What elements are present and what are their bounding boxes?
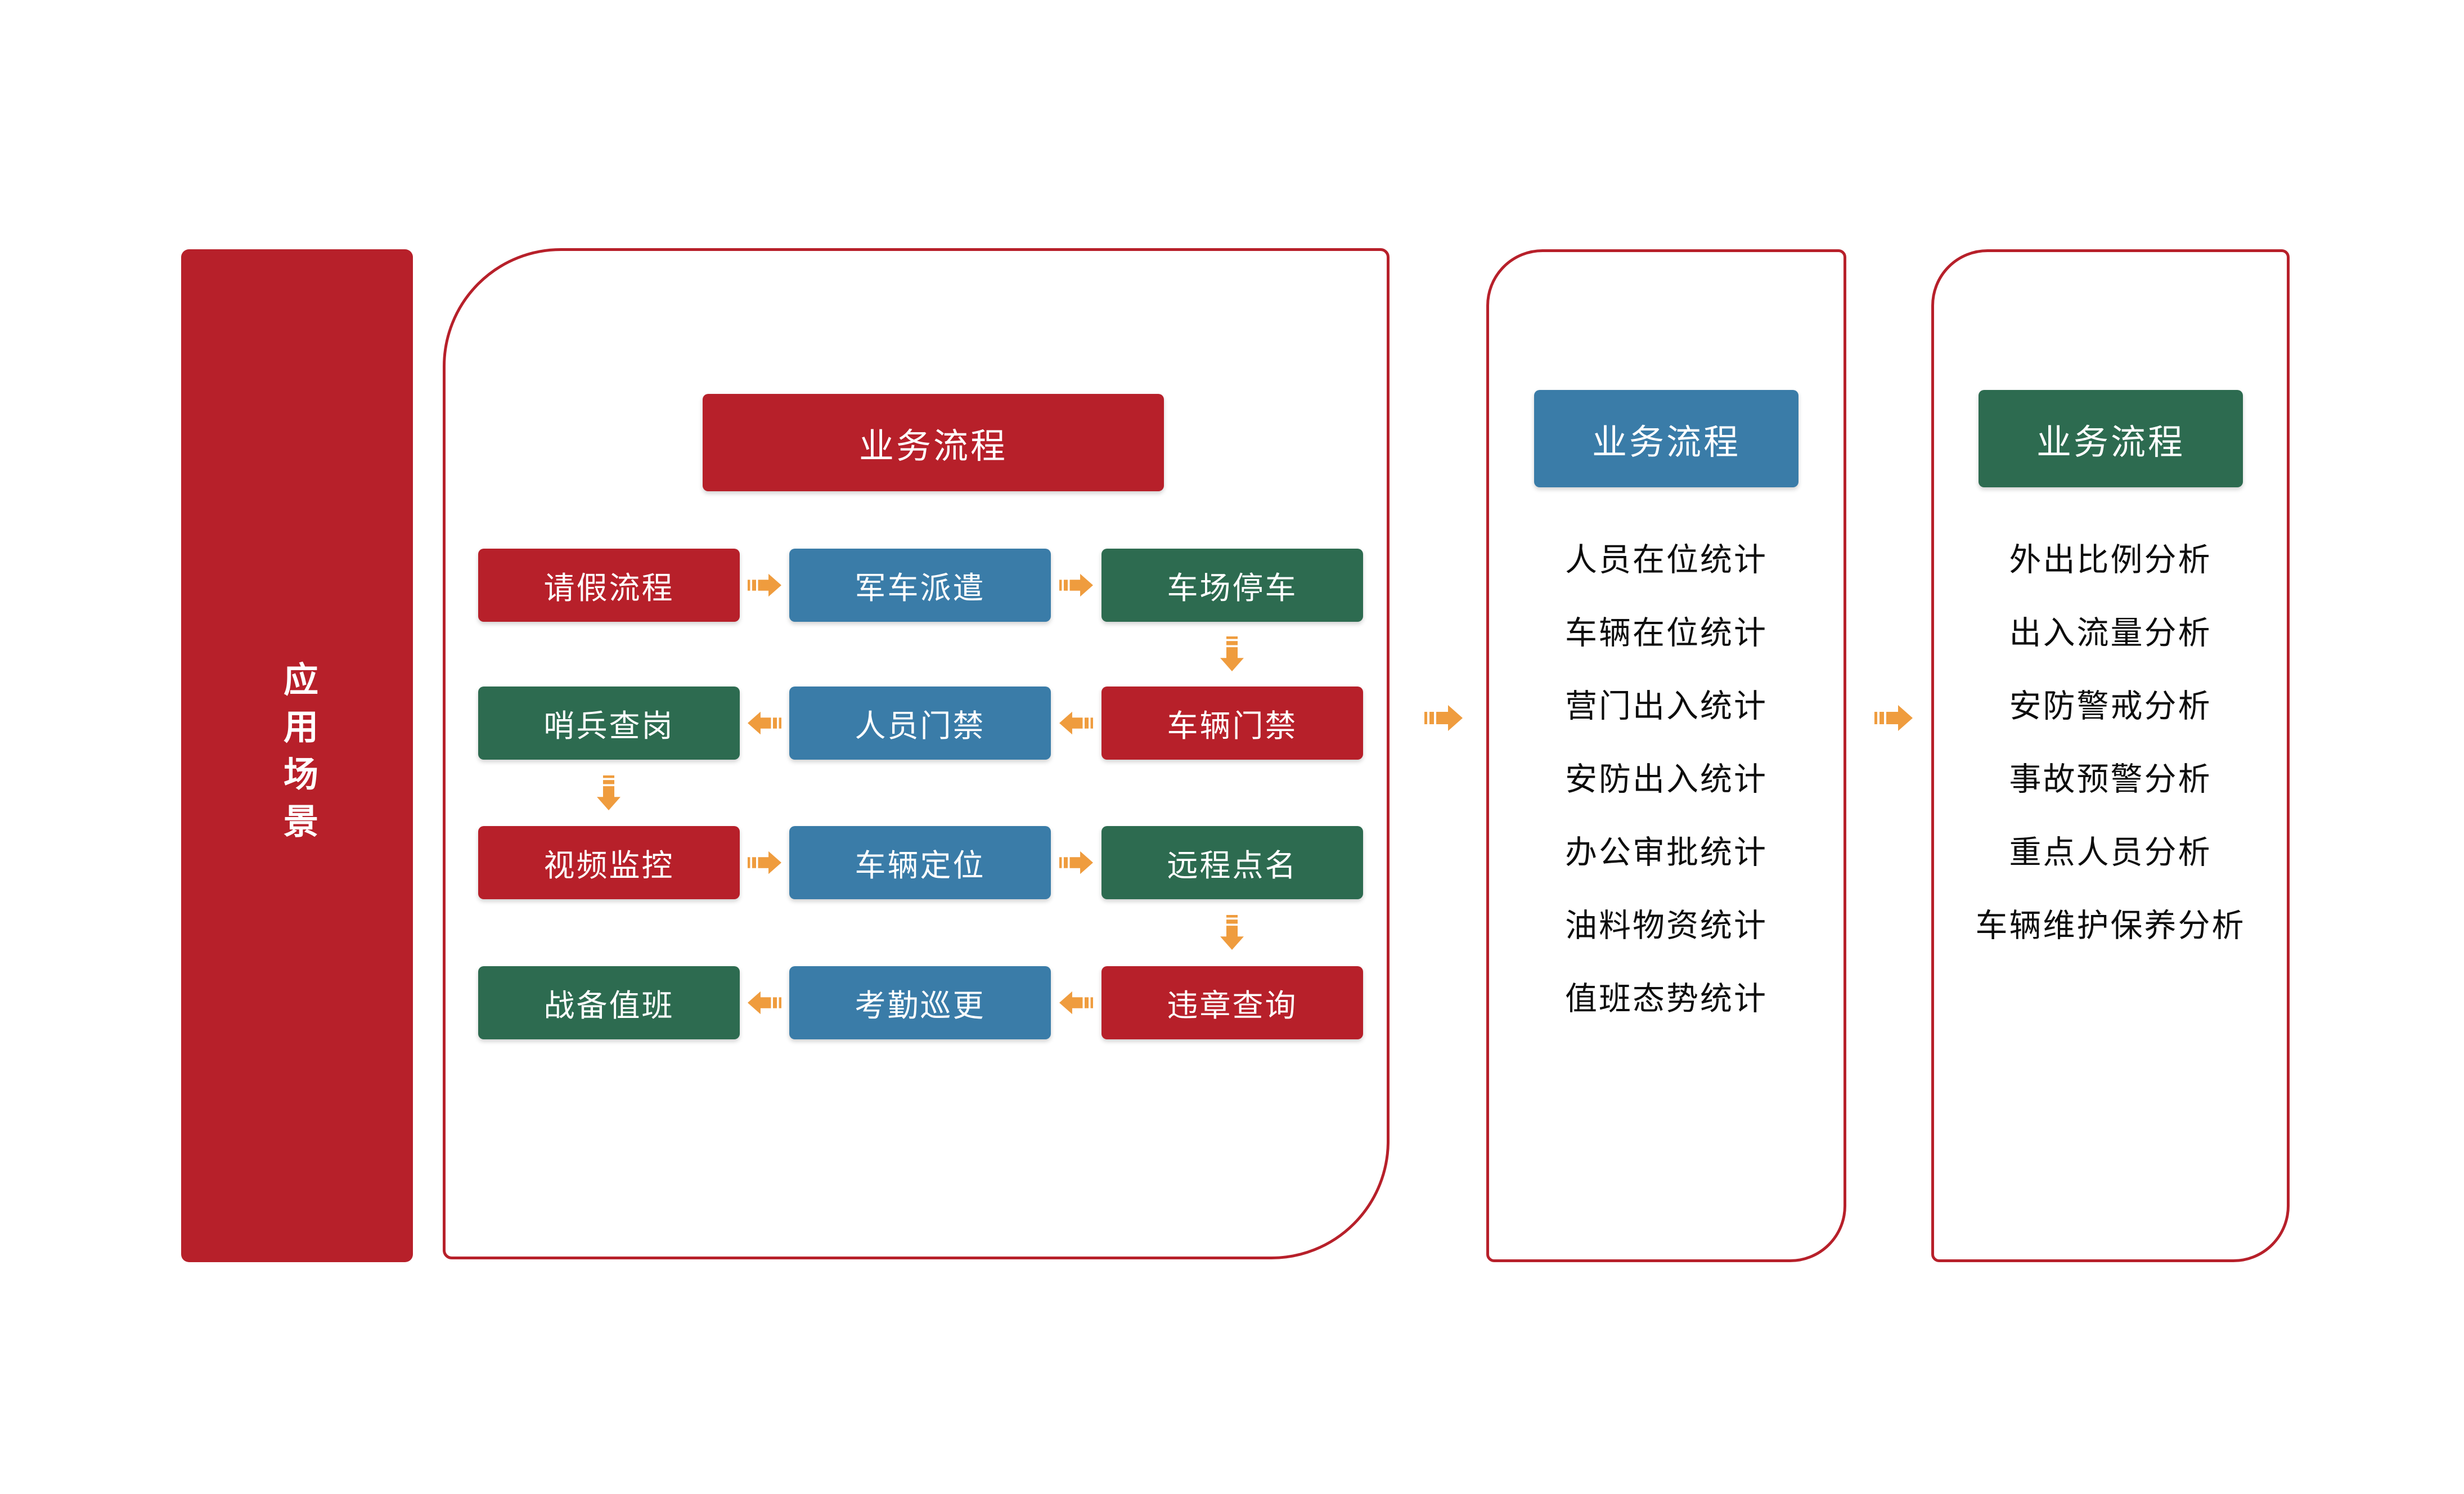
flow-box-combat-duty: 战备值班 bbox=[478, 966, 740, 1039]
business-flow-panel: 业务流程 请假流程 军车派遣 车场停车 哨兵查岗 人员门禁 车辆门禁 视频监控 … bbox=[443, 248, 1390, 1259]
arrow-down-icon bbox=[1220, 636, 1244, 671]
list-item: 事故预警分析 bbox=[2009, 761, 2212, 797]
flow-box-personnel-access: 人员门禁 bbox=[789, 687, 1051, 760]
arrow-right-icon bbox=[748, 850, 781, 875]
statistics-header: 业务流程 bbox=[1534, 390, 1798, 487]
list-item: 出入流量分析 bbox=[2009, 615, 2212, 651]
flow-box-vehicle-positioning: 车辆定位 bbox=[789, 826, 1051, 899]
flow-box-leave-process: 请假流程 bbox=[478, 549, 740, 622]
arrow-down-icon bbox=[596, 775, 621, 810]
arrow-right-icon bbox=[748, 573, 781, 598]
flow-box-violation-query: 违章查询 bbox=[1101, 966, 1363, 1039]
flow-box-parking: 车场停车 bbox=[1101, 549, 1363, 622]
list-item: 油料物资统计 bbox=[1565, 908, 1768, 944]
arrow-down-icon bbox=[1220, 915, 1244, 950]
arrow-left-icon bbox=[748, 990, 781, 1015]
arrow-right-icon bbox=[1059, 573, 1093, 598]
arrow-left-icon bbox=[1059, 990, 1093, 1015]
list-item: 值班态势统计 bbox=[1565, 981, 1768, 1017]
list-item: 车辆维护保养分析 bbox=[1975, 908, 2246, 944]
analysis-list: 外出比例分析 出入流量分析 安防警戒分析 事故预警分析 重点人员分析 车辆维护保… bbox=[1934, 521, 2287, 959]
list-item: 重点人员分析 bbox=[2009, 835, 2212, 871]
arrow-left-icon bbox=[1059, 711, 1093, 735]
flow-box-sentry-check: 哨兵查岗 bbox=[478, 687, 740, 760]
arrow-right-icon bbox=[1059, 850, 1093, 875]
flow-box-remote-rollcall: 远程点名 bbox=[1101, 826, 1363, 899]
flow-box-military-vehicle-dispatch: 军车派遣 bbox=[789, 549, 1051, 622]
list-item: 车辆在位统计 bbox=[1565, 615, 1768, 651]
list-item: 外出比例分析 bbox=[2009, 542, 2212, 578]
analysis-panel: 业务流程 外出比例分析 出入流量分析 安防警戒分析 事故预警分析 重点人员分析 … bbox=[1931, 249, 2290, 1262]
list-item: 营门出入统计 bbox=[1565, 688, 1768, 724]
application-scenario-banner: 应用场景 bbox=[181, 249, 413, 1262]
arrow-left-icon bbox=[748, 711, 781, 735]
flow-box-vehicle-access: 车辆门禁 bbox=[1101, 687, 1363, 760]
list-item: 办公审批统计 bbox=[1565, 835, 1768, 871]
analysis-header: 业务流程 bbox=[1979, 390, 2243, 487]
statistics-panel: 业务流程 人员在位统计 车辆在位统计 营门出入统计 安防出入统计 办公审批统计 … bbox=[1486, 249, 1846, 1262]
flow-box-attendance-patrol: 考勤巡更 bbox=[789, 966, 1051, 1039]
statistics-list: 人员在位统计 车辆在位统计 营门出入统计 安防出入统计 办公审批统计 油料物资统… bbox=[1489, 521, 1843, 1033]
list-item: 安防出入统计 bbox=[1565, 761, 1768, 797]
business-flow-header: 业务流程 bbox=[703, 394, 1164, 491]
flow-box-video-surveillance: 视频监控 bbox=[478, 826, 740, 899]
list-item: 安防警戒分析 bbox=[2009, 688, 2212, 724]
arrow-right-icon bbox=[1874, 705, 1913, 731]
arrow-right-icon bbox=[1424, 705, 1463, 731]
application-scenario-label: 应用场景 bbox=[278, 661, 317, 850]
list-item: 人员在位统计 bbox=[1565, 542, 1768, 578]
